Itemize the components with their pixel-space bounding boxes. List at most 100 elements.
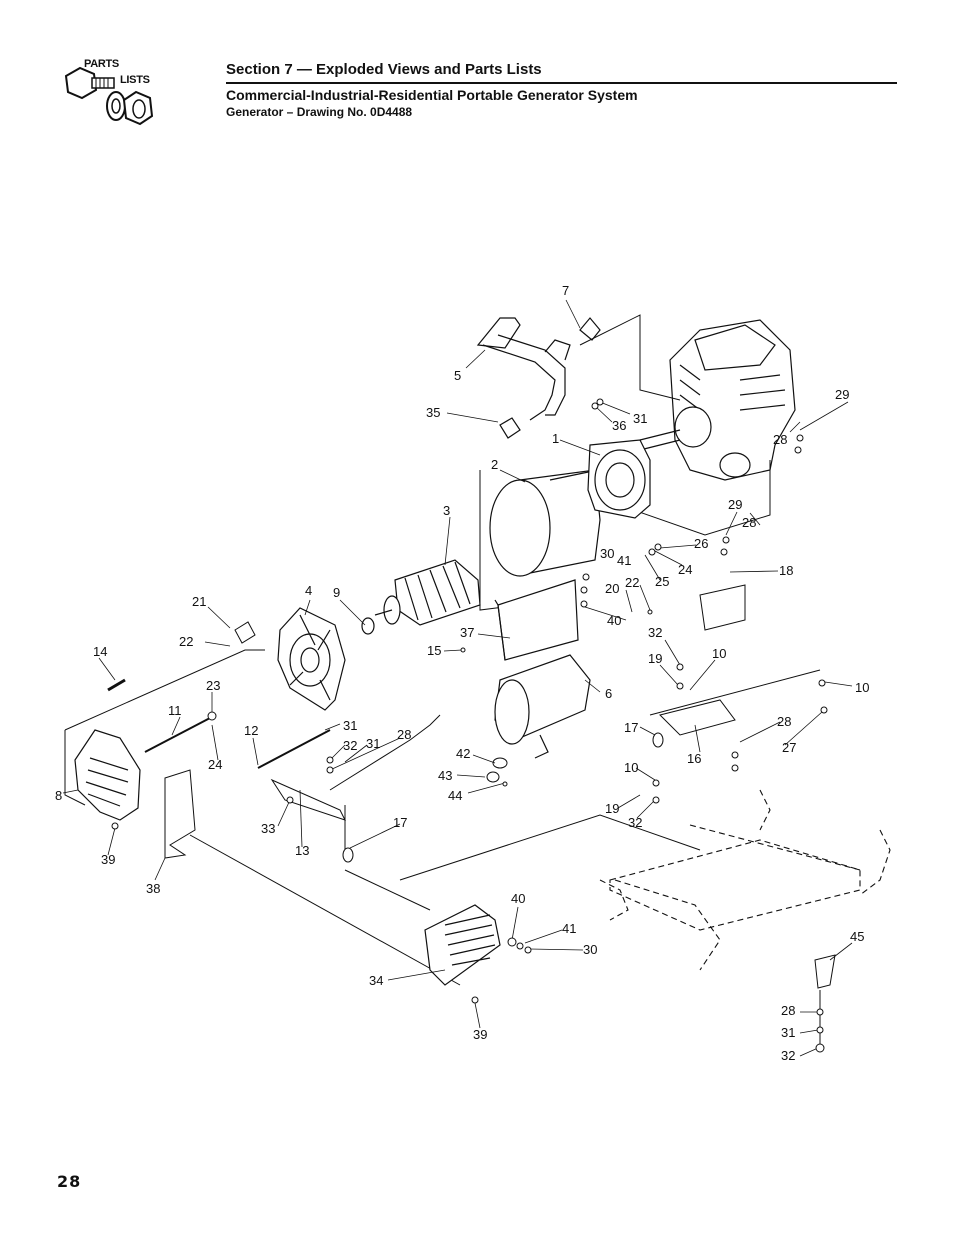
callout: 13 bbox=[295, 843, 309, 858]
callout: 15 bbox=[427, 643, 441, 658]
rear-end-cover bbox=[74, 729, 141, 821]
guide-line bbox=[64, 730, 86, 806]
callout: 40 bbox=[607, 613, 621, 628]
callout: 45 bbox=[850, 929, 864, 944]
nut-bolt-washer-icon bbox=[64, 66, 154, 126]
callout: 12 bbox=[244, 723, 258, 738]
callout: 9 bbox=[333, 585, 340, 600]
callout: 4 bbox=[305, 583, 312, 598]
callout: 11 bbox=[168, 703, 182, 718]
callout: 24 bbox=[208, 757, 222, 772]
callout: 10 bbox=[712, 646, 726, 661]
callout: 30 bbox=[600, 546, 614, 561]
callout: 23 bbox=[206, 678, 220, 693]
callout: 34 bbox=[369, 973, 383, 988]
guide-line bbox=[329, 714, 441, 791]
logo-parts-text: PARTS bbox=[84, 58, 119, 70]
header-rule bbox=[226, 82, 897, 84]
bolt-14 bbox=[107, 678, 126, 692]
callout: 31 bbox=[366, 736, 380, 751]
guide-line bbox=[399, 814, 701, 881]
callout: 16 bbox=[687, 751, 701, 766]
callout: 7 bbox=[562, 283, 569, 298]
page-number: 28 bbox=[57, 1172, 82, 1191]
callout: 28 bbox=[781, 1003, 795, 1018]
outlet-panel-cover bbox=[424, 904, 501, 986]
callout: 18 bbox=[779, 563, 793, 578]
part-42 bbox=[492, 757, 508, 769]
callout: 40 bbox=[511, 891, 525, 906]
callout: 17 bbox=[393, 815, 407, 830]
callout: 2 bbox=[491, 457, 498, 472]
callout: 41 bbox=[617, 553, 631, 568]
callout: 37 bbox=[460, 625, 474, 640]
section-title: Section 7 — Exploded Views and Parts Lis… bbox=[226, 61, 542, 78]
callout: 31 bbox=[781, 1025, 795, 1040]
guide-line bbox=[344, 805, 431, 911]
fasteners bbox=[111, 398, 828, 1053]
mount-17a bbox=[652, 732, 664, 748]
callout: 31 bbox=[343, 718, 357, 733]
callout: 27 bbox=[782, 740, 796, 755]
callout: 19 bbox=[648, 651, 662, 666]
callout: 26 bbox=[694, 536, 708, 551]
callout: 38 bbox=[146, 881, 160, 896]
callout: 33 bbox=[261, 821, 275, 836]
callout: 5 bbox=[454, 368, 461, 383]
callout: 29 bbox=[728, 497, 742, 512]
callout: 44 bbox=[448, 788, 462, 803]
support-bracket-13 bbox=[270, 778, 346, 821]
callout: 43 bbox=[438, 768, 452, 783]
guide-line bbox=[579, 314, 681, 401]
callout: 3 bbox=[443, 503, 450, 518]
callout: 30 bbox=[583, 942, 597, 957]
callout: 10 bbox=[624, 760, 638, 775]
callout: 39 bbox=[473, 1027, 487, 1042]
exhaust-pipe bbox=[476, 317, 601, 439]
callout: 31 bbox=[633, 411, 647, 426]
callout: 24 bbox=[678, 562, 692, 577]
callout: 32 bbox=[628, 815, 642, 830]
part-43 bbox=[486, 771, 500, 783]
callout: 29 bbox=[835, 387, 849, 402]
callout: 28 bbox=[742, 515, 756, 530]
callout: 1 bbox=[552, 431, 559, 446]
stud-11 bbox=[144, 717, 211, 753]
adapter bbox=[587, 439, 651, 519]
detail-box bbox=[699, 584, 746, 631]
callout: 17 bbox=[624, 720, 638, 735]
callout: 32 bbox=[781, 1048, 795, 1063]
callout: 6 bbox=[605, 686, 612, 701]
callout: 14 bbox=[93, 644, 107, 659]
control-panel-bracket bbox=[494, 579, 579, 661]
rear-bearing-carrier bbox=[277, 607, 346, 711]
callout: 28 bbox=[397, 727, 411, 742]
callout: 19 bbox=[605, 801, 619, 816]
engine bbox=[639, 319, 796, 481]
muffler bbox=[494, 654, 591, 759]
callout: 35 bbox=[426, 405, 440, 420]
callout: 28 bbox=[773, 432, 787, 447]
mount-17b bbox=[342, 847, 354, 863]
stator-housing bbox=[489, 469, 601, 577]
callout: 22 bbox=[179, 634, 193, 649]
system-title: Commercial-Industrial-Residential Portab… bbox=[226, 87, 638, 103]
brush-holder bbox=[234, 621, 256, 644]
callout: 22 bbox=[625, 575, 639, 590]
frame-cradle bbox=[599, 789, 891, 971]
callout: 41 bbox=[562, 921, 576, 936]
guide-line bbox=[64, 649, 265, 731]
callout: 25 bbox=[655, 574, 669, 589]
guide-line bbox=[604, 460, 771, 536]
callout: 10 bbox=[855, 680, 869, 695]
callout: 32 bbox=[343, 738, 357, 753]
logo-lists-text: LISTS bbox=[120, 74, 150, 86]
guide-line bbox=[189, 834, 461, 986]
callout: 39 bbox=[101, 852, 115, 867]
callout: 36 bbox=[612, 418, 626, 433]
callout: 21 bbox=[192, 594, 206, 609]
bracket-45 bbox=[814, 954, 836, 989]
callout-labels: 7 5 35 36 31 1 2 29 28 29 28 3 26 30 41 … bbox=[55, 283, 869, 1063]
callout: 20 bbox=[605, 581, 619, 596]
